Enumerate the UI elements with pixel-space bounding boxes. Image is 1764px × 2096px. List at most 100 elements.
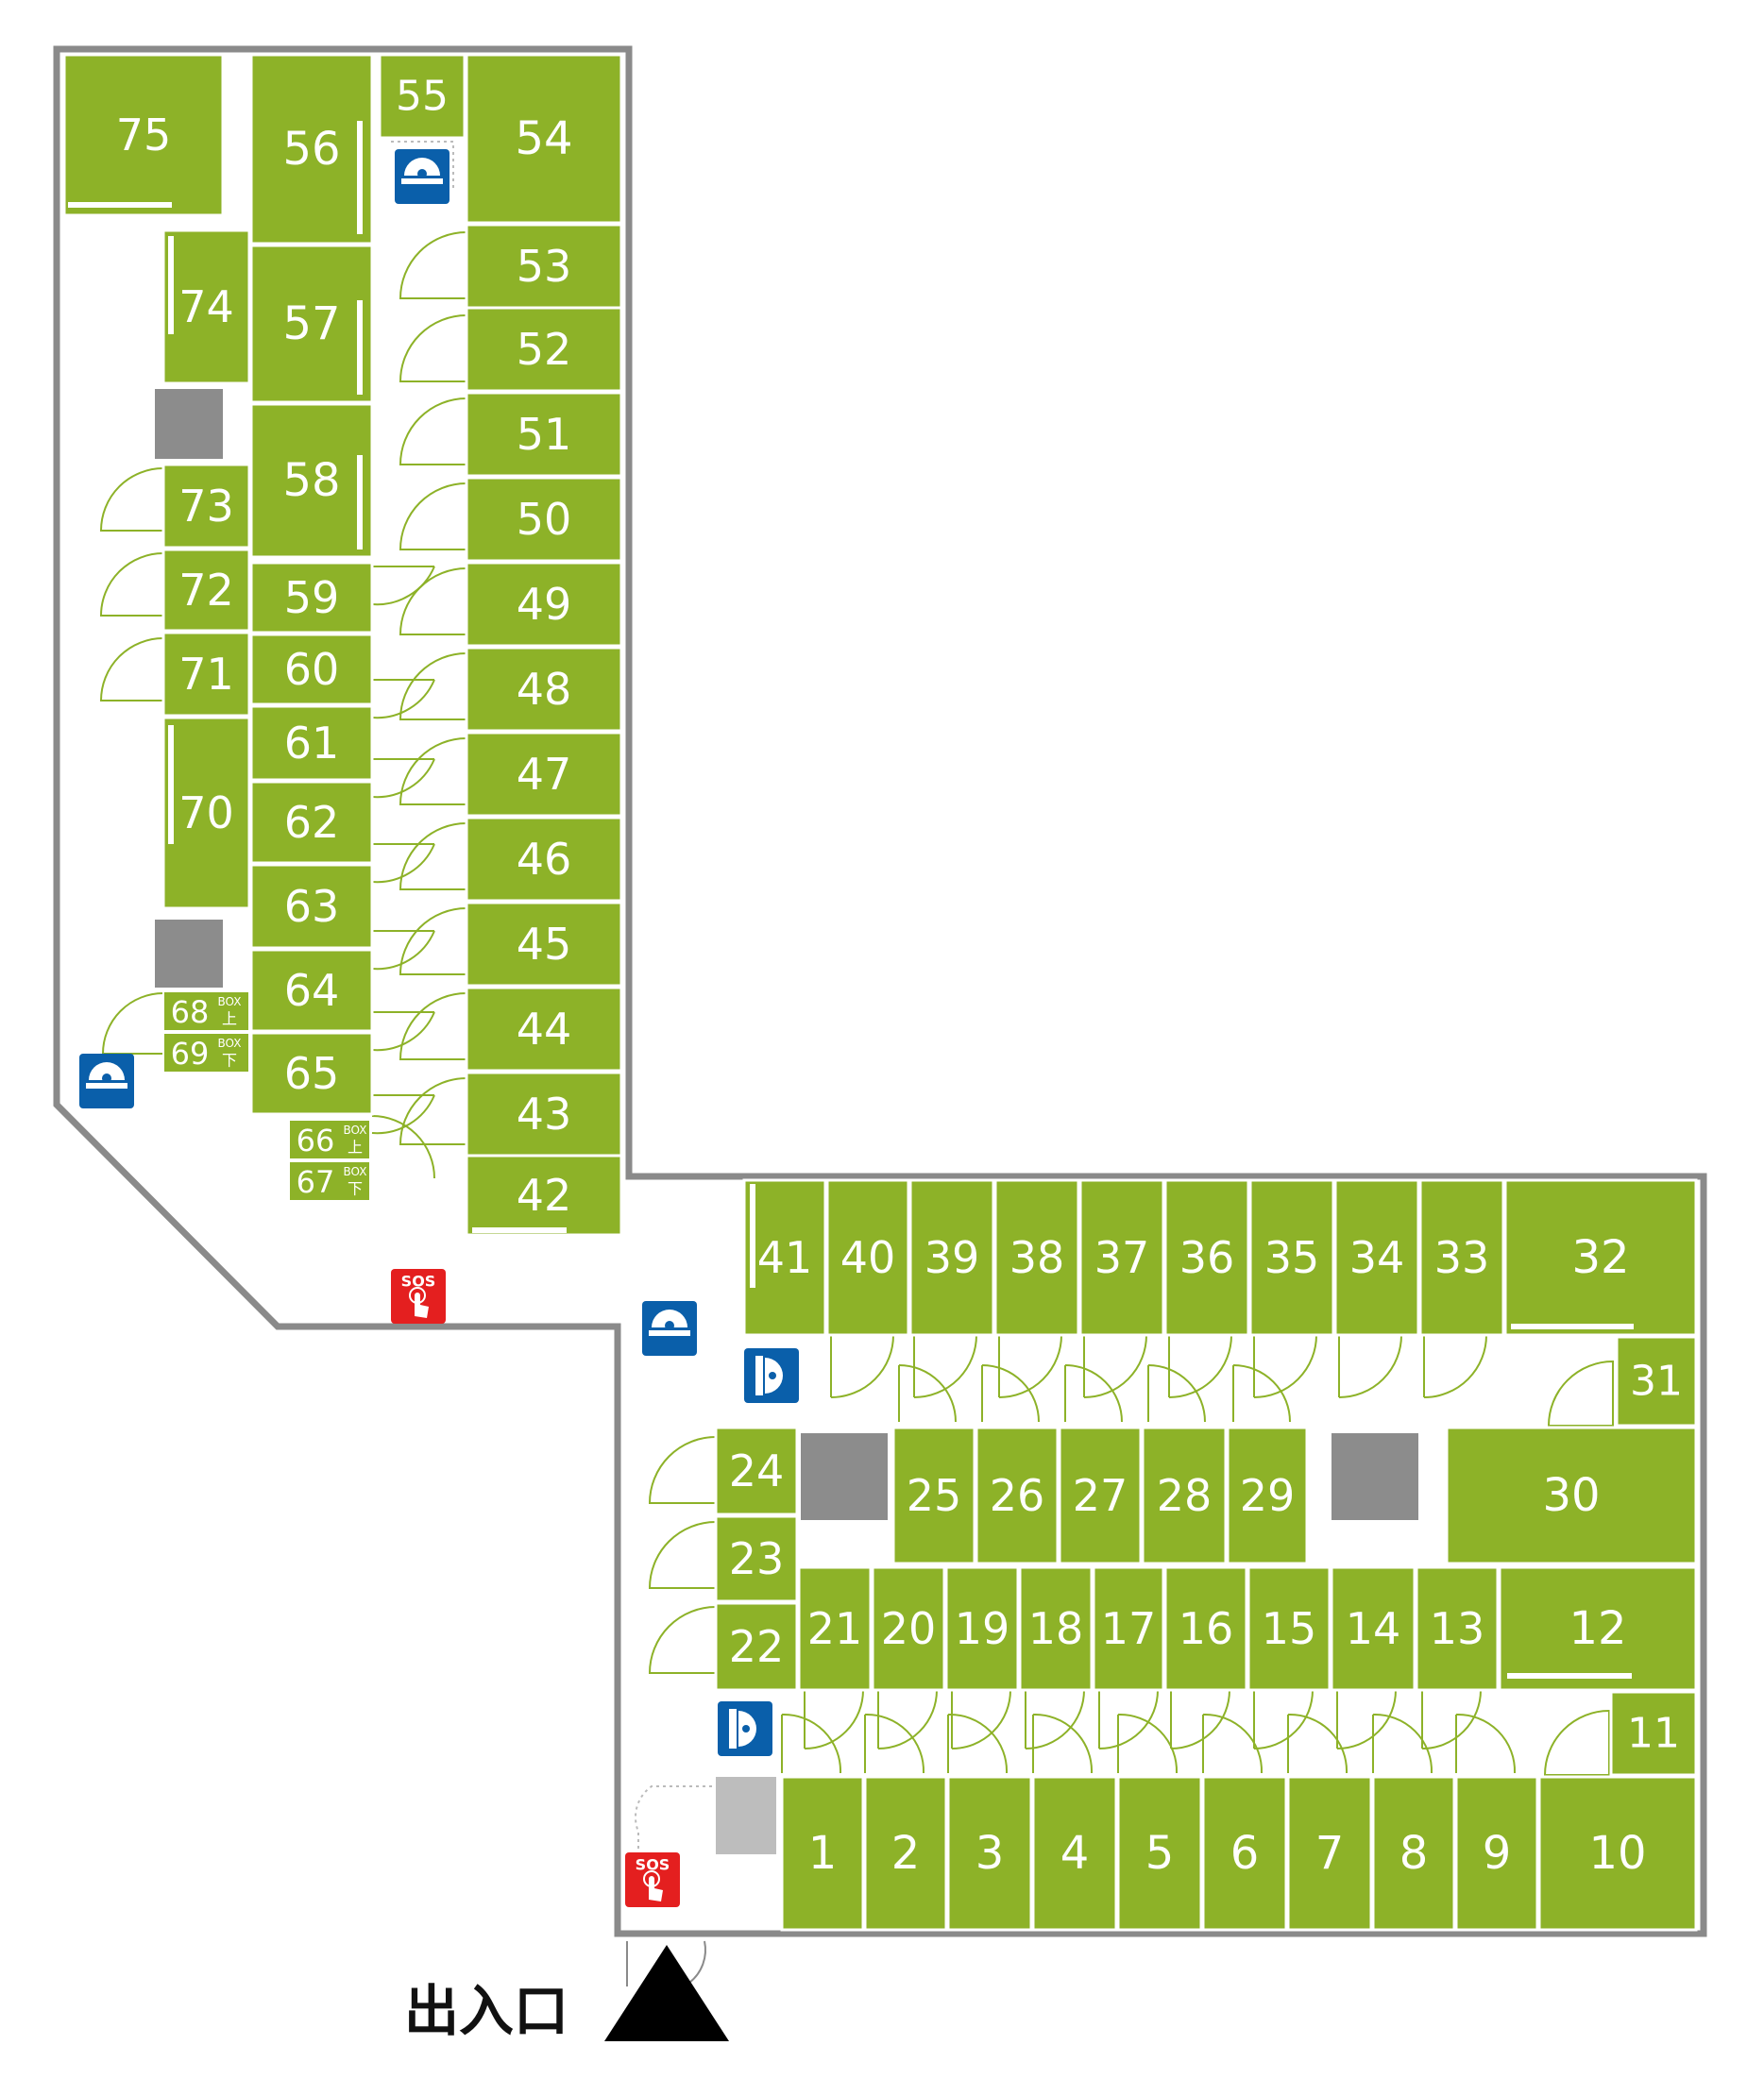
shelf-mark: [1511, 1324, 1634, 1329]
unit-number-36: 36: [1179, 1232, 1235, 1283]
unit-box-17: [1092, 1565, 1165, 1692]
storage-unit-5[interactable]: 5: [1116, 1775, 1203, 1932]
storage-unit-18[interactable]: 18: [1018, 1565, 1094, 1692]
storage-unit-34[interactable]: 34: [1333, 1178, 1420, 1337]
storage-unit-2[interactable]: 2: [863, 1775, 948, 1932]
storage-unit-45[interactable]: 45: [465, 901, 623, 988]
unit-number-15: 15: [1262, 1603, 1317, 1654]
storage-unit-65[interactable]: 65: [249, 1031, 374, 1116]
storage-unit-58[interactable]: 58: [249, 402, 374, 559]
storage-unit-61[interactable]: 61: [249, 704, 374, 782]
storage-unit-21[interactable]: 21: [797, 1565, 873, 1692]
storage-unit-42[interactable]: 42: [465, 1154, 623, 1237]
storage-unit-41[interactable]: 41: [742, 1178, 827, 1337]
storage-unit-9[interactable]: 9: [1454, 1775, 1539, 1932]
storage-unit-26[interactable]: 26: [975, 1426, 1060, 1565]
storage-unit-12[interactable]: 12: [1498, 1565, 1698, 1692]
storage-unit-11[interactable]: 11: [1609, 1690, 1698, 1777]
unit-box-55: [378, 53, 466, 140]
storage-unit-71[interactable]: 71: [161, 631, 251, 718]
storage-unit-72[interactable]: 72: [161, 548, 251, 633]
storage-unit-1[interactable]: 1: [780, 1775, 865, 1932]
storage-unit-8[interactable]: 8: [1371, 1775, 1456, 1932]
storage-unit-49[interactable]: 49: [465, 561, 623, 648]
storage-unit-75[interactable]: 75: [62, 53, 225, 217]
storage-unit-53[interactable]: 53: [465, 223, 623, 310]
unit-box-75: [62, 53, 225, 217]
storage-unit-4[interactable]: 4: [1031, 1775, 1118, 1932]
storage-unit-52[interactable]: 52: [465, 306, 623, 393]
unit-number-25: 25: [907, 1470, 962, 1521]
door-swing: [371, 1094, 435, 1135]
unit-number-4: 4: [1060, 1827, 1090, 1880]
storage-unit-20[interactable]: 20: [871, 1565, 946, 1692]
storage-unit-37[interactable]: 37: [1078, 1178, 1165, 1337]
sos-button-icon[interactable]: SOS: [391, 1269, 446, 1324]
storage-unit-73[interactable]: 73: [161, 463, 251, 549]
unit-number-45: 45: [517, 919, 572, 970]
storage-unit-30[interactable]: 30: [1445, 1426, 1698, 1565]
storage-unit-70[interactable]: 70: [161, 716, 251, 910]
storage-unit-31[interactable]: 31: [1615, 1335, 1698, 1428]
storage-unit-60[interactable]: 60: [249, 633, 374, 706]
unit-box-49: [465, 561, 623, 648]
door-swing: [399, 737, 467, 805]
storage-unit-10[interactable]: 10: [1537, 1775, 1698, 1932]
door-swing: [898, 1364, 957, 1423]
storage-unit-36[interactable]: 36: [1163, 1178, 1250, 1337]
storage-unit-7[interactable]: 7: [1286, 1775, 1373, 1932]
storage-unit-44[interactable]: 44: [465, 986, 623, 1073]
storage-unit-51[interactable]: 51: [465, 391, 623, 478]
storage-unit-47[interactable]: 47: [465, 731, 623, 818]
sos-button-icon[interactable]: SOS: [625, 1852, 680, 1907]
storage-unit-33[interactable]: 33: [1418, 1178, 1505, 1337]
storage-unit-19[interactable]: 19: [944, 1565, 1020, 1692]
storage-unit-50[interactable]: 50: [465, 476, 623, 563]
storage-unit-13[interactable]: 13: [1415, 1565, 1500, 1692]
storage-unit-56[interactable]: 56: [249, 53, 374, 245]
entrance[interactable]: 出入口: [404, 1945, 729, 2043]
storage-unit-39[interactable]: 39: [908, 1178, 995, 1337]
storage-unit-40[interactable]: 40: [825, 1178, 910, 1337]
unit-number-49: 49: [517, 579, 572, 630]
unit-number-1: 1: [808, 1827, 838, 1880]
storage-unit-38[interactable]: 38: [993, 1178, 1080, 1337]
unit-number-41: 41: [757, 1232, 813, 1283]
storage-unit-55[interactable]: 55: [378, 53, 466, 140]
storage-unit-14[interactable]: 14: [1330, 1565, 1416, 1692]
storage-unit-43[interactable]: 43: [465, 1071, 623, 1158]
storage-unit-62[interactable]: 62: [249, 780, 374, 865]
storage-unit-3[interactable]: 3: [946, 1775, 1033, 1932]
storage-unit-27[interactable]: 27: [1058, 1426, 1143, 1565]
door-swing: [1170, 1689, 1230, 1749]
unit-number-2: 2: [891, 1827, 921, 1880]
door-swing: [951, 1689, 1011, 1749]
storage-unit-57[interactable]: 57: [249, 244, 374, 404]
storage-unit-6[interactable]: 6: [1201, 1775, 1288, 1932]
storage-unit-48[interactable]: 48: [465, 646, 623, 733]
storage-unit-24[interactable]: 24: [714, 1426, 799, 1516]
storage-unit-15[interactable]: 15: [1247, 1565, 1331, 1692]
unit-box-72: [161, 548, 251, 633]
storage-unit-29[interactable]: 29: [1226, 1426, 1309, 1565]
storage-unit-17[interactable]: 17: [1092, 1565, 1165, 1692]
storage-unit-35[interactable]: 35: [1248, 1178, 1335, 1337]
storage-unit-74[interactable]: 74: [161, 228, 251, 385]
storage-unit-32[interactable]: 32: [1503, 1178, 1698, 1337]
storage-unit-64[interactable]: 64: [249, 948, 374, 1033]
storage-unit-59[interactable]: 59: [249, 561, 374, 634]
storage-unit-46[interactable]: 46: [465, 816, 623, 903]
storage-unit-54[interactable]: 54: [465, 53, 623, 225]
storage-unit-16[interactable]: 16: [1163, 1565, 1248, 1692]
unit-box-53: [465, 223, 623, 310]
unit-box-44: [465, 986, 623, 1073]
storage-unit-63[interactable]: 63: [249, 863, 374, 950]
storage-unit-25[interactable]: 25: [891, 1426, 976, 1565]
storage-unit-28[interactable]: 28: [1141, 1426, 1228, 1565]
storage-unit-23[interactable]: 23: [714, 1514, 799, 1603]
storage-unit-22[interactable]: 22: [714, 1601, 799, 1692]
